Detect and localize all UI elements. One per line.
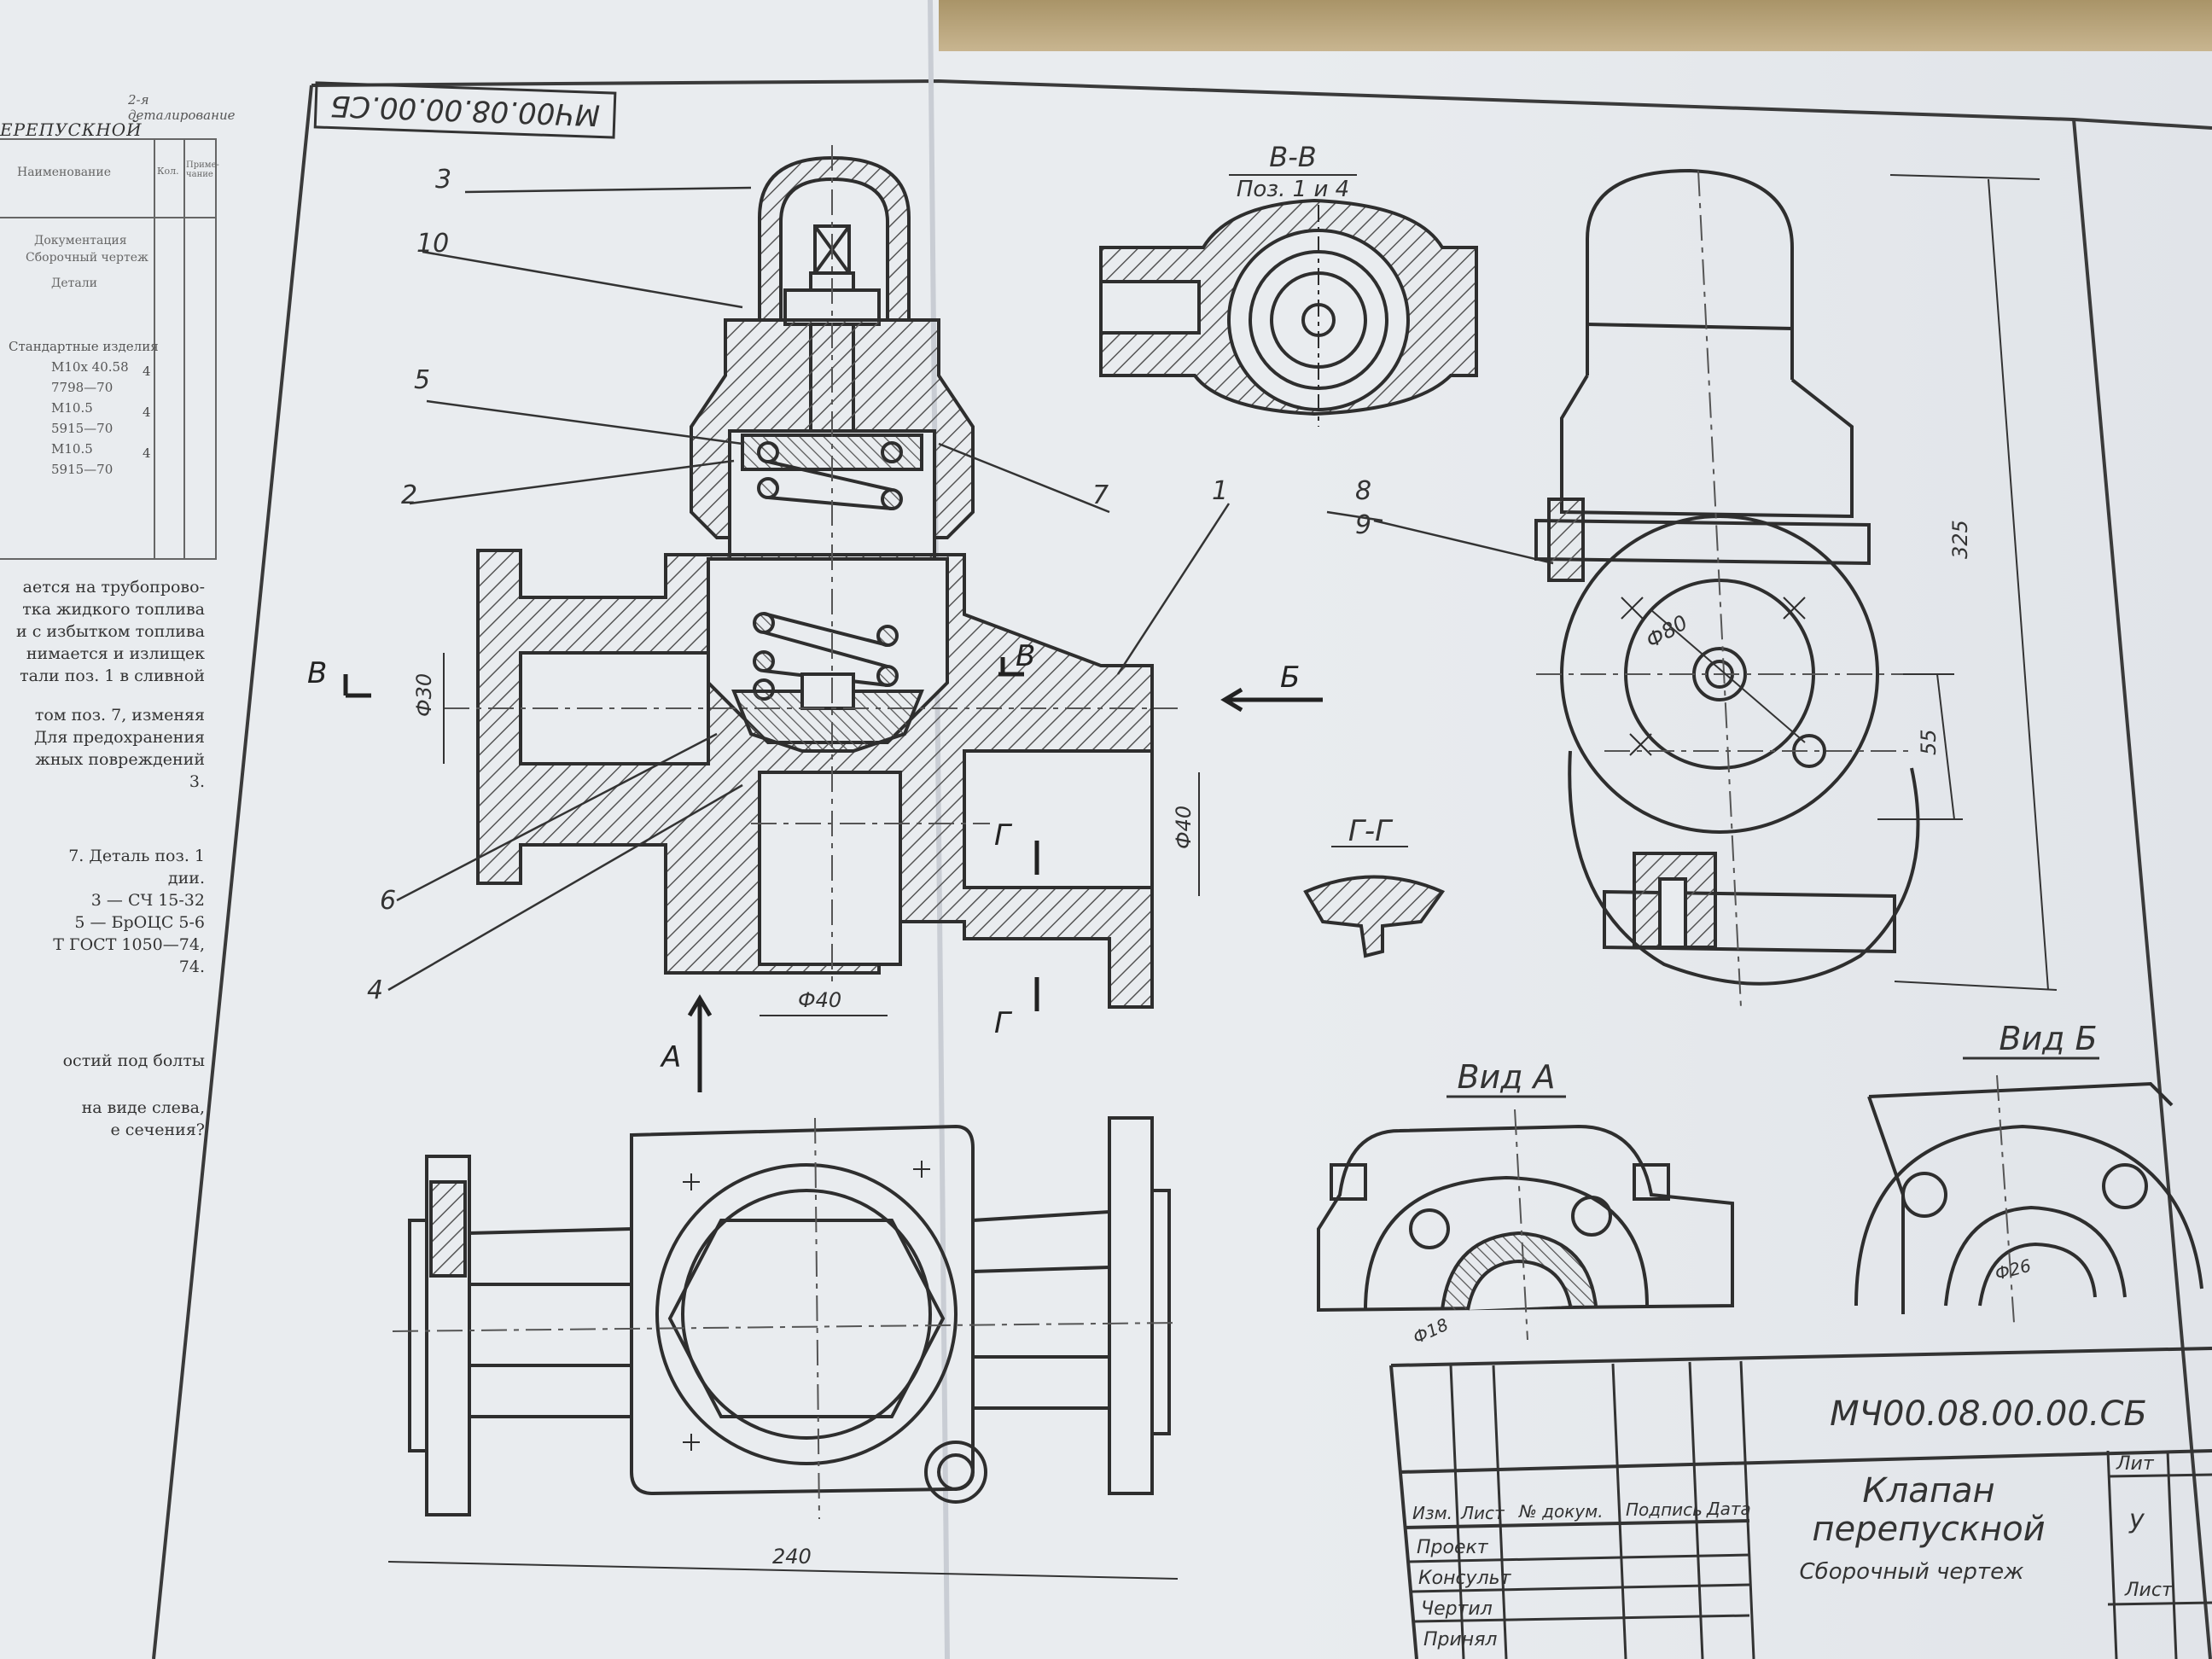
title-block-col-izm: Изм. <box>1412 1503 1452 1523</box>
table-surface <box>939 0 2212 51</box>
balloon-4: 4 <box>367 975 383 1005</box>
section-marks <box>343 657 1323 1092</box>
spec-std-item: М10.5 <box>51 441 93 457</box>
title-block <box>1389 1347 2212 1659</box>
view-a <box>1317 1109 1734 1341</box>
left-page-title: ЕРЕПУСКНОЙ <box>0 119 143 140</box>
section-bb-titles: В-В Поз. 1 и 4 <box>1237 141 1349 202</box>
spec-qty: 4 <box>143 445 151 461</box>
title-block-col-list: Лист <box>1460 1503 1505 1523</box>
side-view <box>1534 168 1920 1008</box>
view-a-arrow-label: А <box>660 1040 681 1074</box>
section-bb-view <box>1099 198 1478 427</box>
section-mark-labels: В В Б А Г Г <box>307 639 1300 1074</box>
spec-std-item: 5915—70 <box>51 421 114 436</box>
spec-item: Детали <box>51 276 97 290</box>
balloon-9: 9 <box>1355 510 1371 540</box>
title-block-col-doc: № докум. <box>1518 1501 1604 1522</box>
title-block-row-accepted: Принял <box>1423 1629 1498 1650</box>
section-mark-g-top: Г <box>994 818 1013 853</box>
title-block-code: МЧ00.08.00.00.СБ <box>1830 1394 2147 1434</box>
spec-std-item: Стандартные изделия <box>9 339 159 354</box>
spec-header-qty: Кол. <box>157 166 179 177</box>
title-block-row-drawn: Чертил <box>1421 1598 1493 1620</box>
balloon-2: 2 <box>401 480 417 510</box>
section-mark-g-bottom: Г <box>994 1006 1013 1040</box>
title-block-doc-type: Сборочный чертеж <box>1800 1559 2025 1585</box>
balloon-3: 3 <box>435 165 451 195</box>
dim-325: 325 <box>1948 520 1972 559</box>
balloon-8: 8 <box>1355 476 1371 506</box>
spec-qty: 4 <box>143 405 151 420</box>
title-block-name-1: Клапан <box>1862 1471 1994 1511</box>
drawing-frame <box>152 79 2212 1659</box>
left-page-paragraph: ается на трубопрово- тка жидкого топлива… <box>16 578 205 685</box>
section-gg-view <box>1303 875 1446 958</box>
spec-header-note: Приме-чание <box>186 160 219 179</box>
section-mark-b-right: В <box>1016 639 1035 673</box>
main-section-view <box>444 145 1178 1009</box>
spec-item: Сборочный чертеж <box>26 251 148 265</box>
dim-d40-right: Ф40 <box>1172 806 1196 849</box>
left-page: 2-я деталирование ЕРЕПУСКНОЙ Наименовани… <box>0 85 256 1195</box>
spec-table-col <box>154 140 155 558</box>
dim-d18: Ф18 <box>1410 1314 1452 1348</box>
section-bb-subtitle: Поз. 1 и 4 <box>1237 177 1349 202</box>
title-block-text: МЧ00.08.00.00.СБ Клапан перепускной Сбор… <box>1412 1394 2174 1650</box>
spec-std-items: Стандартные изделия М10х 40.58 7798—70 М… <box>0 336 159 480</box>
left-page-paragraph: остий под болты <box>62 1051 205 1070</box>
spec-std-item: 7798—70 <box>51 380 114 395</box>
dim-d40-bottom: Ф40 <box>798 988 841 1012</box>
title-block-name-2: перепускной <box>1812 1510 2045 1549</box>
side-view-dimensions <box>1650 174 2058 991</box>
view-b <box>1854 1074 2203 1324</box>
balloon-labels: 3 10 5 2 7 1 6 4 8 9 <box>367 165 1371 1005</box>
view-b-arrow-label: Б <box>1280 661 1300 695</box>
dim-240: 240 <box>772 1545 812 1569</box>
title-block-lit-header: Лит <box>2116 1453 2155 1475</box>
top-stamp-code: МЧ00.08.00.00.СБ <box>329 88 600 131</box>
balloon-10: 10 <box>416 229 449 259</box>
plan-view <box>392 1116 1179 1520</box>
spec-item: Документация <box>34 234 127 247</box>
spec-table-row <box>0 217 215 218</box>
view-b-title: Вид Б <box>1999 1020 2097 1057</box>
balloon-7: 7 <box>1092 480 1109 510</box>
main-dimension-labels: Ф30 Ф40 Ф40 240 <box>412 673 1196 1569</box>
spring-upper <box>757 441 903 510</box>
left-page-paragraph: том поз. 7, изменяя Для предохранения жн… <box>33 706 205 791</box>
spec-table-col <box>183 140 185 558</box>
section-gg-title: Г-Г <box>1348 814 1394 848</box>
balloon-6: 6 <box>380 886 396 916</box>
leaders <box>387 186 1554 992</box>
title-block-row-consult: Консульт <box>1418 1568 1512 1589</box>
dim-d80: Ф80 <box>1642 610 1691 653</box>
balloon-1: 1 <box>1212 476 1228 506</box>
spec-qty: 4 <box>143 364 151 379</box>
spec-std-item: М10.5 <box>51 400 93 416</box>
left-page-paragraph: на виде слева, е сечения? <box>81 1098 205 1139</box>
spec-header-name: Наименование <box>17 166 111 179</box>
title-block-col-date: Дата <box>1706 1499 1751 1519</box>
view-a-title: Вид А <box>1457 1058 1555 1096</box>
spec-table: Наименование Кол. Приме-чание Документац… <box>0 138 219 560</box>
top-stamp: МЧ00.08.00.00.СБ <box>313 81 617 139</box>
title-block-col-sign: Подпись <box>1626 1499 1703 1520</box>
dim-55: 55 <box>1917 729 1941 755</box>
dim-d30: Ф30 <box>412 673 436 717</box>
title-block-row-project: Проект <box>1417 1537 1489 1558</box>
main-dimensions <box>387 653 1200 1580</box>
section-bb-title: В-В <box>1269 141 1316 173</box>
spec-std-item: М10х 40.58 <box>51 359 129 375</box>
left-page-header-note: 2-я деталирование <box>128 92 236 123</box>
spec-std-item: 5915—70 <box>51 462 114 477</box>
section-mark-b-left: В <box>307 656 327 690</box>
balloon-5: 5 <box>414 365 430 395</box>
title-block-sheet-label: Лист <box>2124 1580 2174 1601</box>
left-page-paragraph: 7. Деталь поз. 1 дии. 3 — СЧ 15-32 5 — Б… <box>53 847 205 976</box>
title-block-lit-value: у <box>2128 1505 2145 1534</box>
